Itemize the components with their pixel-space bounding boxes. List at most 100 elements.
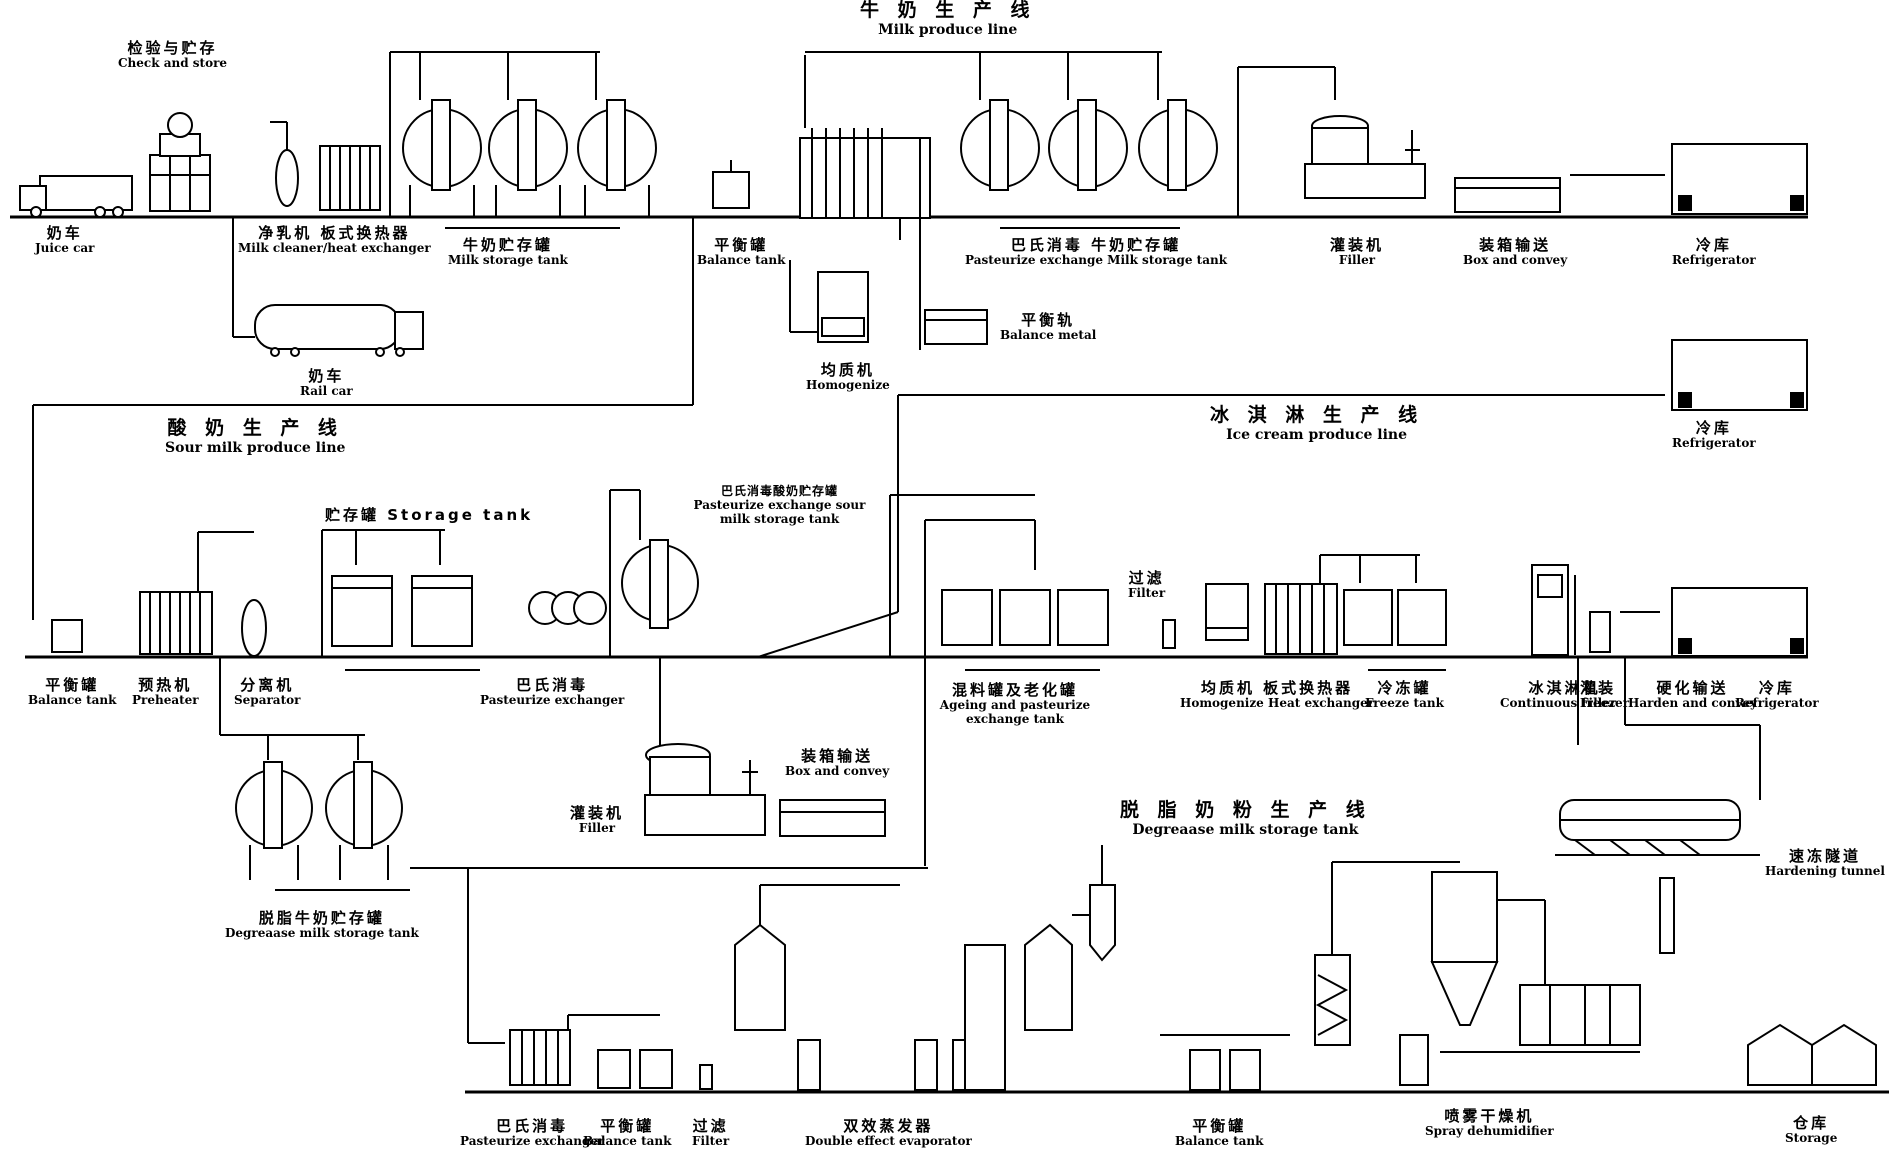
preheater: [140, 532, 254, 654]
label-en: Filler: [570, 822, 624, 836]
label-en: Homogenize Heat exchanger: [1180, 697, 1374, 711]
label-en: Double effect evaporator: [805, 1135, 972, 1149]
label-balance-tank-4: 平衡罐 Balance tank: [1175, 1118, 1263, 1149]
label-zh: 平衡罐: [583, 1118, 671, 1135]
label-en: Pasteurize exchange Milk storage tank: [965, 254, 1227, 268]
label-cleaner-exchanger: 净乳机 板式换热器 Milk cleaner/heat exchanger: [238, 225, 431, 256]
label-filter-1: 过滤 Filter: [1128, 570, 1165, 601]
label-en: Freeze tank: [1365, 697, 1444, 711]
refrigerator-2: [1672, 340, 1807, 410]
label-balance-tank-1: 平衡罐 Balance tank: [697, 237, 785, 268]
label-en: Balance tank: [28, 694, 116, 708]
label-en: Storage: [1785, 1132, 1837, 1146]
homogenizer-box: [790, 260, 868, 342]
label-zh: 检验与贮存: [118, 40, 227, 57]
label-pasteurize-tank: 巴氏消毒 牛奶贮存罐 Pasteurize exchange Milk stor…: [965, 237, 1227, 268]
label-en: Degreaase milk storage tank: [1120, 822, 1371, 838]
pipe-milk-to-sour: [33, 217, 693, 620]
label-zh: 冰 淇 淋 生 产 线: [1210, 405, 1423, 427]
plate-exchanger-sour: [529, 592, 606, 624]
label-zh: 酸 奶 生 产 线: [165, 418, 345, 440]
label-plate-exchanger: 巴氏消毒 Pasteurize exchanger: [480, 677, 624, 708]
label-zh: 冷库: [1672, 420, 1756, 437]
balance-tanks-powder: [568, 1015, 672, 1088]
label-zh: 分离机: [234, 677, 300, 694]
plate-exchanger-powder: [510, 1030, 570, 1085]
label-en: Filter: [1128, 587, 1165, 601]
label-preheater: 预热机 Preheater: [132, 677, 199, 708]
balance-tank-powder-3: [1400, 1035, 1428, 1085]
milk-storage-tanks-1: [390, 52, 656, 228]
label-filler-1: 灌装机 Filler: [1330, 237, 1384, 268]
title-sour-line: 酸 奶 生 产 线 Sour milk produce line: [165, 418, 345, 456]
label-milk-tank-car: 奶车 Juice car: [35, 225, 94, 256]
label-en: Refrigerator: [1735, 697, 1819, 711]
label-zh: 冷库: [1735, 680, 1819, 697]
warehouse-storage: [1748, 1025, 1876, 1085]
label-balance-rail: 平衡轨 Balance metal: [1000, 312, 1096, 343]
label-milk-storage-tank: 牛奶贮存罐 Milk storage tank: [448, 237, 568, 268]
label-en: Juice car: [35, 242, 94, 256]
label-en: Milk cleaner/heat exchanger: [238, 242, 431, 256]
label-zh: 平衡轨: [1000, 312, 1096, 329]
balance-rail: [925, 310, 987, 344]
label-refrigerator-2: 冷库 Refrigerator: [1672, 420, 1756, 451]
balance-tank-sour: [52, 620, 82, 652]
label-en: Box and convey: [1463, 254, 1567, 268]
label-zh: 速冻隧道: [1765, 848, 1885, 865]
label-zh: 脱 脂 奶 粉 生 产 线: [1120, 800, 1371, 822]
refrigerator-1: [1672, 144, 1807, 214]
label-zh: 贮存罐 Storage tank: [325, 507, 533, 524]
filler-machine-2: [645, 744, 765, 835]
label-zh: 混料罐及老化罐: [930, 682, 1100, 699]
label-en: Rail car: [300, 385, 353, 399]
label-freezer-tank: 冷冻罐 Freeze tank: [1365, 680, 1444, 711]
storage-tanks-sour: [322, 530, 480, 670]
title-powder-line: 脱 脂 奶 粉 生 产 线 Degreaase milk storage tan…: [1120, 800, 1371, 838]
label-zh: 双效蒸发器: [805, 1118, 972, 1135]
label-en: Balance tank: [697, 254, 785, 268]
label-pasteurize-sour-tank: 巴氏消毒酸奶贮存罐 Pasteurize exchange sour milk …: [692, 485, 867, 526]
label-en: Balance metal: [1000, 329, 1096, 343]
label-zh: 装箱输送: [785, 748, 889, 765]
check-store-station: [150, 113, 210, 211]
label-zh: 灌装: [1580, 680, 1616, 697]
label-en: Sour milk produce line: [165, 440, 345, 456]
label-filter-2: 过滤 Filter: [692, 1118, 729, 1149]
label-en: Balance tank: [1175, 1135, 1263, 1149]
label-homogenizer-1: 均质机 Homogenize: [806, 362, 890, 393]
label-storage-tank: 贮存罐 Storage tank: [325, 507, 533, 524]
label-box-convey-2: 装箱输送 Box and convey: [785, 748, 889, 779]
plate-heat-exchanger-1: [320, 146, 380, 210]
label-en: Ice cream produce line: [1210, 427, 1423, 443]
label-box-convey: 装箱输送 Box and convey: [1463, 237, 1567, 268]
label-zh: 巴氏消毒: [480, 677, 624, 694]
label-refrigerator-3: 冷库 Refrigerator: [1735, 680, 1819, 711]
label-ageing-tank: 混料罐及老化罐 Ageing and pasteurize exchange t…: [930, 682, 1100, 727]
label-en: Hardening tunnel: [1765, 865, 1885, 879]
label-en: Milk storage tank: [448, 254, 568, 268]
filler-ice: [1590, 612, 1660, 652]
spray-dryer: [1432, 872, 1674, 1052]
label-zh: 平衡罐: [28, 677, 116, 694]
label-zh: 巴氏消毒 牛奶贮存罐: [965, 237, 1227, 254]
label-en: Balance tank: [583, 1135, 671, 1149]
label-en: Refrigerator: [1672, 254, 1756, 268]
freeze-tanks: [1320, 555, 1446, 670]
label-zh: 脱脂牛奶贮存罐: [225, 910, 419, 927]
label-en: Box and convey: [785, 765, 889, 779]
filter-powder: [700, 1065, 712, 1089]
label-zh: 均质机: [806, 362, 890, 379]
label-zh: 牛奶贮存罐: [448, 237, 568, 254]
label-homogenizer-2: 均质机 板式换热器 Homogenize Heat exchanger: [1180, 680, 1374, 711]
label-zh: 平衡罐: [697, 237, 785, 254]
label-zh: 巴氏消毒酸奶贮存罐: [692, 485, 867, 499]
label-zh: 灌装机: [1330, 237, 1384, 254]
label-en: Filler: [1580, 697, 1616, 711]
label-zh: 冷冻罐: [1365, 680, 1444, 697]
label-filler-2: 灌装机 Filler: [570, 805, 624, 836]
balance-tanks-powder-2: [1160, 1035, 1290, 1090]
label-en: Pasteurize exchange sour milk storage ta…: [692, 499, 867, 527]
label-zh: 过滤: [692, 1118, 729, 1135]
label-en: Milk produce line: [860, 22, 1035, 38]
